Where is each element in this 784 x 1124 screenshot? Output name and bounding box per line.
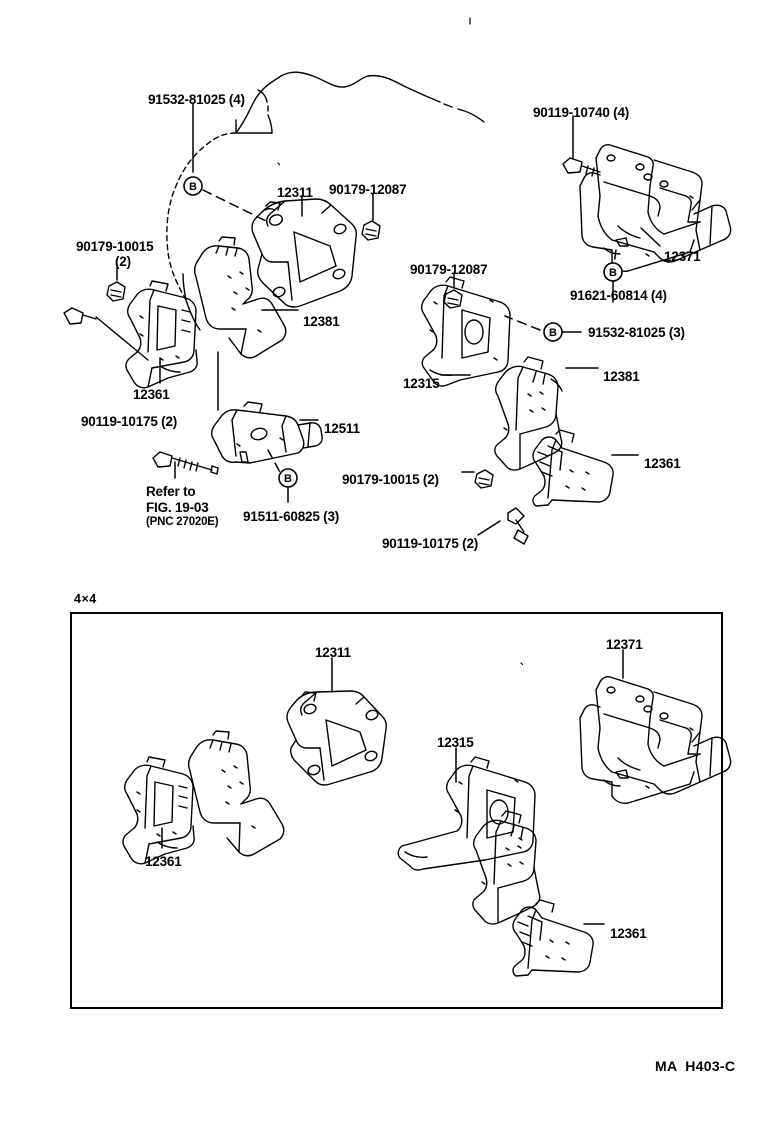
- label-90179-10015-left: 90179-10015: [76, 239, 154, 254]
- label-90119-10175-bottom: 90119-10175 (2): [382, 536, 479, 551]
- label-12361-left: 12361: [133, 387, 170, 402]
- label-12311-upper: 12311: [277, 185, 313, 200]
- label-91532-81025-4: 91532-81025 (4): [148, 92, 245, 107]
- label-12361-right: 12361: [644, 456, 681, 471]
- figure-code: MA H403-C: [655, 1058, 736, 1074]
- label-12361-lower-right: 12361: [610, 926, 647, 941]
- label-12371-lower: 12371: [606, 637, 643, 652]
- label-90179-10015-left-qty: (2): [115, 254, 131, 269]
- label-12315-upper: 12315: [403, 376, 440, 391]
- svg-text:B: B: [549, 327, 557, 339]
- label-90119-10175-left: 90119-10175 (2): [81, 414, 178, 429]
- label-12315-lower: 12315: [437, 735, 474, 750]
- label-refer-figure: FIG. 19-03: [146, 500, 209, 515]
- label-12381-right: 12381: [603, 369, 640, 384]
- four-wheel-drive-view-box: [70, 612, 723, 1009]
- label-refer-to: Refer to: [146, 484, 196, 499]
- label-12311-lower: 12311: [315, 645, 351, 660]
- label-12371-upper: 12371: [664, 249, 701, 264]
- four-wheel-drive-view-tag: 4×4: [74, 592, 97, 606]
- svg-text:B: B: [284, 473, 292, 485]
- label-12511: 12511: [324, 421, 360, 436]
- label-90119-10740-4: 90119-10740 (4): [533, 105, 630, 120]
- label-91511-60825-3: 91511-60825 (3): [243, 509, 340, 524]
- svg-text:B: B: [189, 181, 197, 193]
- label-12361-lower-left: 12361: [145, 854, 182, 869]
- label-91621-60814-4: 91621-60814 (4): [570, 288, 667, 303]
- label-refer-pnc: (PNC 27020E): [146, 516, 219, 528]
- label-12381-left: 12381: [303, 314, 340, 329]
- label-90179-12087-upper: 90179-12087: [329, 182, 407, 197]
- svg-text:B: B: [609, 267, 617, 279]
- label-91532-81025-3: 91532-81025 (3): [588, 325, 685, 340]
- label-90179-10015-right: 90179-10015 (2): [342, 472, 439, 487]
- label-90179-12087-right: 90179-12087: [410, 262, 488, 277]
